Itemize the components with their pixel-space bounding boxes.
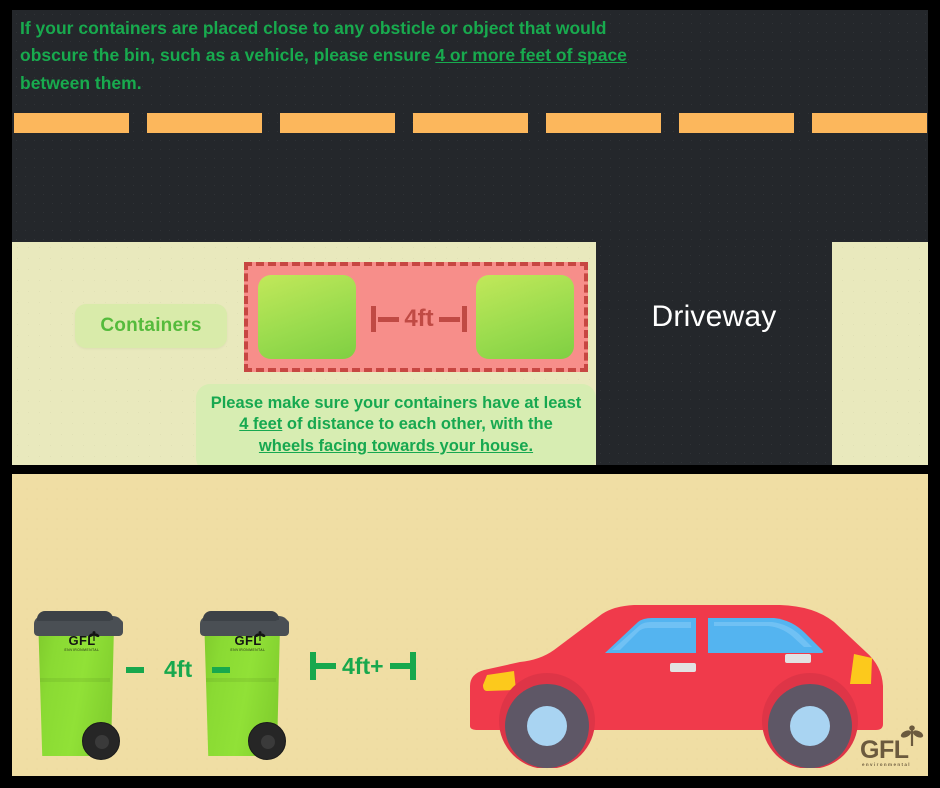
bin-leaf-icon bbox=[254, 631, 266, 641]
bin-gfl-logo: GFL ENVIRONMENTAL bbox=[60, 634, 104, 652]
bottom-instruction-block: If your containers are placed close to a… bbox=[20, 15, 660, 97]
road-surface bbox=[12, 10, 928, 242]
road-dash bbox=[546, 113, 661, 133]
dimension-bin-to-bin-label: 4ft bbox=[164, 656, 193, 682]
bin-wheel-icon bbox=[248, 722, 286, 760]
dimension-cap-left-icon bbox=[371, 306, 377, 332]
dimension-cap-right-icon bbox=[461, 306, 467, 332]
container-top-view-right bbox=[476, 275, 574, 359]
bin-body bbox=[204, 626, 280, 756]
dimension-bin-to-car-label: 4ft+ bbox=[342, 652, 384, 679]
dimension-cap-right-icon bbox=[389, 652, 416, 680]
red-car-illustration bbox=[470, 605, 883, 768]
note-line2-pre: least bbox=[543, 394, 582, 412]
container-top-view-left bbox=[258, 275, 356, 359]
bin-wheel-icon bbox=[82, 722, 120, 760]
road-lane-dashes bbox=[14, 113, 928, 133]
bin-logo-subtext: ENVIRONMENTAL bbox=[64, 648, 100, 652]
top-instruction-box: Please make sure your containers have at… bbox=[196, 384, 596, 465]
bottom-instruction-text: If your containers are placed close to a… bbox=[20, 15, 660, 97]
bin-lid bbox=[200, 611, 289, 636]
road-dash bbox=[14, 113, 129, 133]
note-line2-post: of distance to each other, with bbox=[282, 415, 524, 434]
road-dash bbox=[147, 113, 262, 133]
dimension-dash-left-icon bbox=[126, 666, 144, 673]
bin-logo-text: GFL bbox=[68, 633, 96, 648]
dimension-bin-to-bin: 4ft bbox=[126, 656, 231, 683]
bottom-text-part2: between them. bbox=[20, 72, 142, 93]
road-dash bbox=[280, 113, 395, 133]
car-rear-window bbox=[708, 618, 824, 653]
car-front-door-handle bbox=[670, 663, 696, 672]
dimension-bin-to-car: 4ft+ bbox=[310, 652, 416, 680]
gfl-watermark: GFL environmental bbox=[860, 725, 926, 774]
dimension-marker-4ft: 4ft bbox=[358, 298, 480, 340]
dimension-label: 4ft bbox=[404, 305, 434, 332]
bottom-text-underlined: 4 or more feet of space bbox=[435, 45, 627, 66]
dimension-dash-right-icon bbox=[212, 666, 231, 673]
note-line2-underlined: 4 feet bbox=[239, 415, 283, 434]
road-dash bbox=[812, 113, 927, 133]
dimension-bar-right-icon bbox=[438, 316, 460, 322]
road-dash bbox=[413, 113, 528, 133]
bottom-text-part1: If your containers are placed close to a… bbox=[20, 18, 607, 66]
top-instruction-text: Please make sure your containers have at… bbox=[210, 393, 582, 457]
car-rear-window-glare bbox=[714, 622, 812, 647]
bin-leaf-icon bbox=[88, 631, 100, 641]
note-line1: Please make sure your containers have at bbox=[210, 394, 540, 412]
car-front-hubcap bbox=[527, 706, 567, 746]
containers-legend-label: Containers bbox=[100, 315, 202, 336]
road-dash bbox=[679, 113, 794, 133]
top-scene-panel: Driveway Containers 4ft Please make sure… bbox=[12, 10, 928, 465]
driveway-area: Driveway bbox=[596, 242, 832, 465]
car-rear-hubcap bbox=[790, 706, 830, 746]
dimension-bar-left-icon bbox=[378, 316, 400, 322]
trash-bin-right: GFL ENVIRONMENTAL bbox=[200, 604, 292, 764]
containers-legend-pill: Containers bbox=[75, 304, 227, 348]
car-rear-door-handle bbox=[785, 654, 811, 663]
bin-lid bbox=[34, 611, 123, 636]
bin-gfl-logo: GFL ENVIRONMENTAL bbox=[226, 634, 270, 652]
note-line3-pre: the bbox=[528, 415, 553, 434]
bin-logo-text: GFL bbox=[234, 633, 262, 648]
driveway-label: Driveway bbox=[651, 300, 777, 333]
dimension-cap-left-icon bbox=[310, 652, 336, 680]
car-headlight bbox=[483, 671, 516, 691]
bin-logo-subtext: ENVIRONMENTAL bbox=[230, 648, 266, 652]
trash-bin-left: GFL ENVIRONMENTAL bbox=[34, 604, 126, 764]
note-line3-underlined: wheels facing towards your house. bbox=[258, 436, 534, 455]
car-front-window-glare bbox=[612, 622, 691, 650]
gfl-leaf-icon bbox=[900, 725, 924, 746]
car-taillight bbox=[850, 654, 872, 684]
gfl-watermark-text: GFL bbox=[860, 736, 909, 764]
spacing-zone-highlight: 4ft bbox=[244, 262, 588, 372]
gfl-watermark-subtext: environmental bbox=[862, 762, 911, 767]
